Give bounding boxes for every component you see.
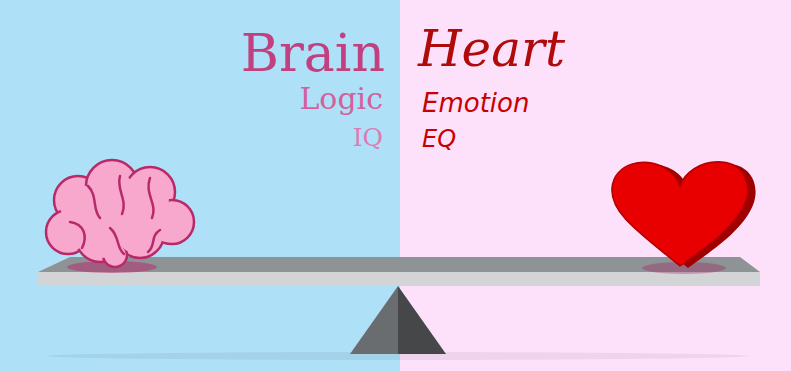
- emotion-label: Emotion: [422, 90, 529, 116]
- brain-icon: [46, 160, 194, 267]
- logic-label: Logic: [299, 84, 383, 114]
- fulcrum-right: [398, 286, 446, 354]
- heart-icon: [612, 162, 748, 266]
- brain-folds: [70, 176, 160, 254]
- left-background: [0, 0, 400, 371]
- fulcrum-left: [350, 286, 398, 354]
- iq-label: IQ: [353, 125, 383, 150]
- eq-label: EQ: [422, 127, 456, 151]
- brain-heading: Brain: [241, 27, 385, 79]
- plank-front: [38, 272, 760, 286]
- heart-heading: Heart: [418, 24, 565, 74]
- brain-fill: [54, 170, 186, 258]
- right-background: [400, 0, 791, 371]
